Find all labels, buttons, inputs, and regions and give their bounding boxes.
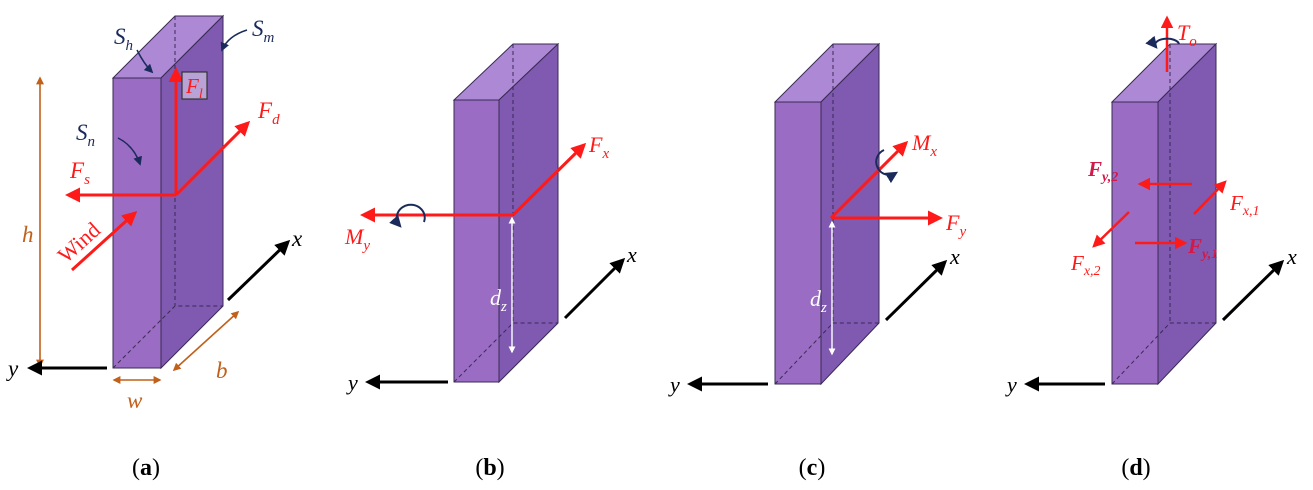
x-axis-label: x: [1286, 244, 1297, 269]
fx-force-label: Fx: [588, 132, 609, 162]
my-moment-label: My: [344, 224, 370, 254]
dz-label: dz: [490, 285, 507, 315]
y-axis-label: y: [1005, 372, 1017, 397]
prism-hidden-edges: [453, 322, 558, 383]
prism-side-face: [1157, 42, 1217, 386]
fx2-force-arrow: [1092, 211, 1130, 248]
x-axis-arrow: [226, 239, 291, 302]
panel-a: Fl Fd Fs Wind Sh Sm Sn h w b x y (a): [6, 14, 303, 481]
fy-force-label: Fy: [945, 210, 966, 240]
surface-h-label: Sh: [114, 24, 133, 54]
panel-d: To Fy,2 Fx,1 Fx,2 Fy,1 x y (d): [1005, 15, 1297, 481]
lift-force-label: Fl: [185, 74, 203, 102]
panel-b: Fx My dz x y (b): [344, 42, 637, 481]
rotation-arrow-icon: [1145, 35, 1180, 49]
y-axis-label: y: [6, 356, 19, 381]
prism-front-face: [112, 77, 162, 369]
prism-front-face: [453, 99, 500, 383]
fx-force-arrow: [511, 142, 587, 217]
prism-side-face: [160, 14, 224, 370]
mx-moment-label: Mx: [911, 130, 937, 160]
fy2-force-label: Fy,2: [1087, 157, 1118, 185]
surface-n-label: Sn: [76, 120, 95, 150]
prism-side-face: [820, 42, 880, 386]
dz-label: dz: [810, 286, 827, 316]
torque-label: To: [1177, 20, 1197, 50]
panel-c: Mx Fy dz x y (c): [668, 42, 966, 481]
caption-c: (c): [799, 455, 826, 481]
prism-c: [773, 42, 881, 386]
surface-m-label: Sm: [252, 16, 275, 46]
x-axis-label: x: [291, 226, 303, 251]
x-axis-arrow: [884, 259, 948, 322]
height-label: h: [22, 222, 34, 247]
wind-label: Wind: [53, 217, 105, 268]
x-axis-arrow: [563, 257, 626, 320]
wind-arrow: [70, 210, 138, 272]
rotation-arrow-icon: [389, 203, 426, 228]
depth-label: b: [216, 358, 228, 383]
prism-b: [452, 42, 560, 384]
y-axis-label: y: [668, 372, 680, 397]
depth-dimension: [172, 310, 240, 372]
curved-arrow-icon: [220, 29, 248, 52]
x-axis-label: x: [626, 242, 637, 267]
lift-label-box: [181, 71, 208, 100]
prism-hidden-edges: [1111, 322, 1216, 385]
x-axis-label: x: [949, 244, 960, 269]
fy1-force-label: Fy,1: [1187, 234, 1218, 262]
x-axis-arrow: [1221, 259, 1285, 322]
caption-b: (b): [475, 455, 504, 481]
width-label: w: [127, 388, 143, 413]
prism-side-face: [498, 42, 559, 384]
curved-arrow-icon: [136, 49, 154, 74]
caption-d: (d): [1121, 455, 1150, 481]
fx1-force-label: Fx,1: [1229, 191, 1260, 219]
fx2-force-label: Fx,2: [1070, 251, 1101, 279]
side-force-label: Fs: [69, 158, 90, 188]
drag-force-arrow: [174, 120, 251, 197]
mx-moment-arrow: [829, 140, 909, 220]
prism-a: [111, 14, 225, 370]
rotation-arrow-icon: [875, 149, 899, 184]
y-axis-label: y: [346, 370, 358, 395]
curved-arrow-icon: [117, 137, 142, 166]
drag-force-label: Fd: [257, 98, 280, 128]
prism-front-face: [774, 101, 822, 385]
fx1-force-arrow: [1193, 180, 1227, 215]
caption-a: (a): [132, 455, 160, 481]
